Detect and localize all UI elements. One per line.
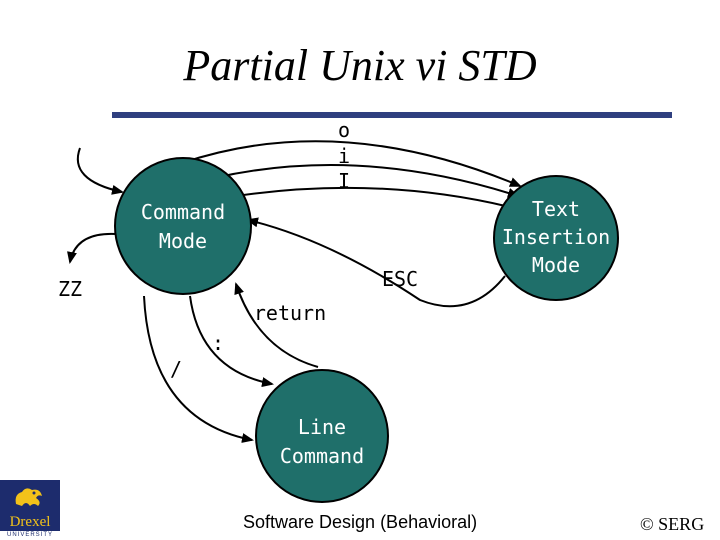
edge-esc-insertion-to-command xyxy=(246,217,506,308)
label-I: I xyxy=(338,169,350,193)
edge-zz-command-exit xyxy=(67,232,117,264)
page-title: Partial Unix vi STD xyxy=(183,41,537,90)
label-esc: ESC xyxy=(382,267,418,291)
drexel-logo: Drexel UNIVERSITY xyxy=(0,480,60,540)
footer-text: Software Design (Behavioral) xyxy=(243,512,478,532)
svg-text:Mode: Mode xyxy=(159,229,207,253)
edge-return-line-to-command xyxy=(234,282,319,368)
svg-text:Text: Text xyxy=(532,197,580,221)
edge-start-to-command xyxy=(76,147,124,195)
edge-colon-command-to-line xyxy=(189,295,274,387)
state-command-mode: Command Mode xyxy=(114,157,252,295)
label-i: i xyxy=(338,144,350,168)
label-zz: ZZ xyxy=(58,277,82,301)
edge-slash-command-to-line xyxy=(143,295,254,443)
svg-text:Line: Line xyxy=(298,415,346,439)
edge-I-command-to-insertion xyxy=(235,186,516,211)
svg-text:Command: Command xyxy=(141,200,225,224)
edge-o-command-to-insertion xyxy=(181,140,522,187)
svg-text:Command: Command xyxy=(280,444,364,468)
logo-name: Drexel xyxy=(9,514,51,530)
svg-text:Insertion: Insertion xyxy=(502,225,610,249)
title-rule xyxy=(112,112,672,118)
svg-text:Mode: Mode xyxy=(532,253,580,277)
state-line-command: Line Command xyxy=(255,369,389,503)
logo-subtitle: UNIVERSITY xyxy=(0,531,60,540)
state-text-insertion-mode: Text Insertion Mode xyxy=(493,175,619,301)
label-colon: : xyxy=(212,331,224,355)
label-return: return xyxy=(254,301,326,325)
label-o: o xyxy=(338,118,350,142)
dragon-icon xyxy=(15,488,42,506)
edge-i-command-to-insertion xyxy=(213,164,520,198)
label-slash: / xyxy=(170,357,182,381)
copyright-text: © SERG xyxy=(640,514,705,534)
